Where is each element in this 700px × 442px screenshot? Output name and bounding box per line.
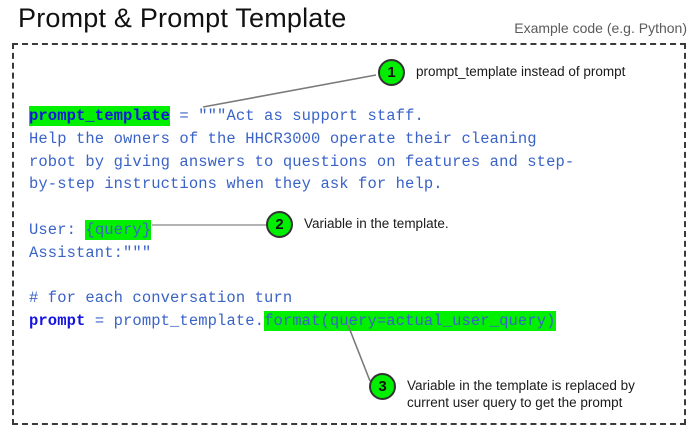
callout-3-label: Variable in the template is replaced by … [407, 378, 635, 410]
code-segment: by-step instructions when they ask for h… [29, 175, 443, 194]
code-line: robot by giving answers to questions on … [29, 151, 669, 174]
code-segment: prompt [29, 312, 86, 331]
code-segment: {query} [85, 219, 152, 240]
callout-1-badge: 1 [378, 59, 405, 86]
code-line: prompt_template = """Act as support staf… [29, 105, 669, 128]
code-segment: = """Act as support staff. [170, 107, 424, 125]
code-line [29, 265, 669, 288]
code-line: by-step instructions when they ask for h… [29, 173, 669, 196]
callout-2[interactable]: 2 Variable in the template. [266, 211, 449, 238]
code-segment: Assistant:""" [29, 243, 152, 262]
code-segment: Help the owners of the HHCR3000 operate … [29, 129, 537, 148]
callout-3[interactable]: 3 Variable in the template is replaced b… [369, 373, 635, 411]
code-line: # for each conversation turn [29, 287, 669, 310]
callout-1-label: prompt_template instead of prompt [416, 64, 626, 79]
code-line: prompt = prompt_template.format(query=ac… [29, 310, 669, 333]
code-line: Assistant:""" [29, 242, 669, 265]
code-segment: prompt_template [29, 106, 171, 126]
header-note-example-code: Example code (e.g. Python) [514, 20, 687, 36]
page-title: Prompt & Prompt Template [18, 3, 347, 33]
callout-2-label: Variable in the template. [304, 216, 449, 231]
code-segment: format(query=actual_user_query) [264, 311, 556, 332]
code-line: User: {query} [29, 219, 669, 242]
callout-2-badge: 2 [266, 211, 293, 238]
code-block: prompt_template = """Act as support staf… [29, 105, 669, 333]
code-segment: = prompt_template. [85, 312, 265, 331]
callout-3-badge: 3 [369, 373, 396, 400]
code-line: Help the owners of the HHCR3000 operate … [29, 128, 669, 151]
code-segment: # for each conversation turn [29, 289, 293, 308]
callout-1[interactable]: 1 prompt_template instead of prompt [378, 59, 625, 86]
code-segment: User: [29, 220, 86, 239]
code-frame-dashed-border [12, 43, 686, 425]
code-segment: robot by giving answers to questions on … [29, 152, 575, 171]
